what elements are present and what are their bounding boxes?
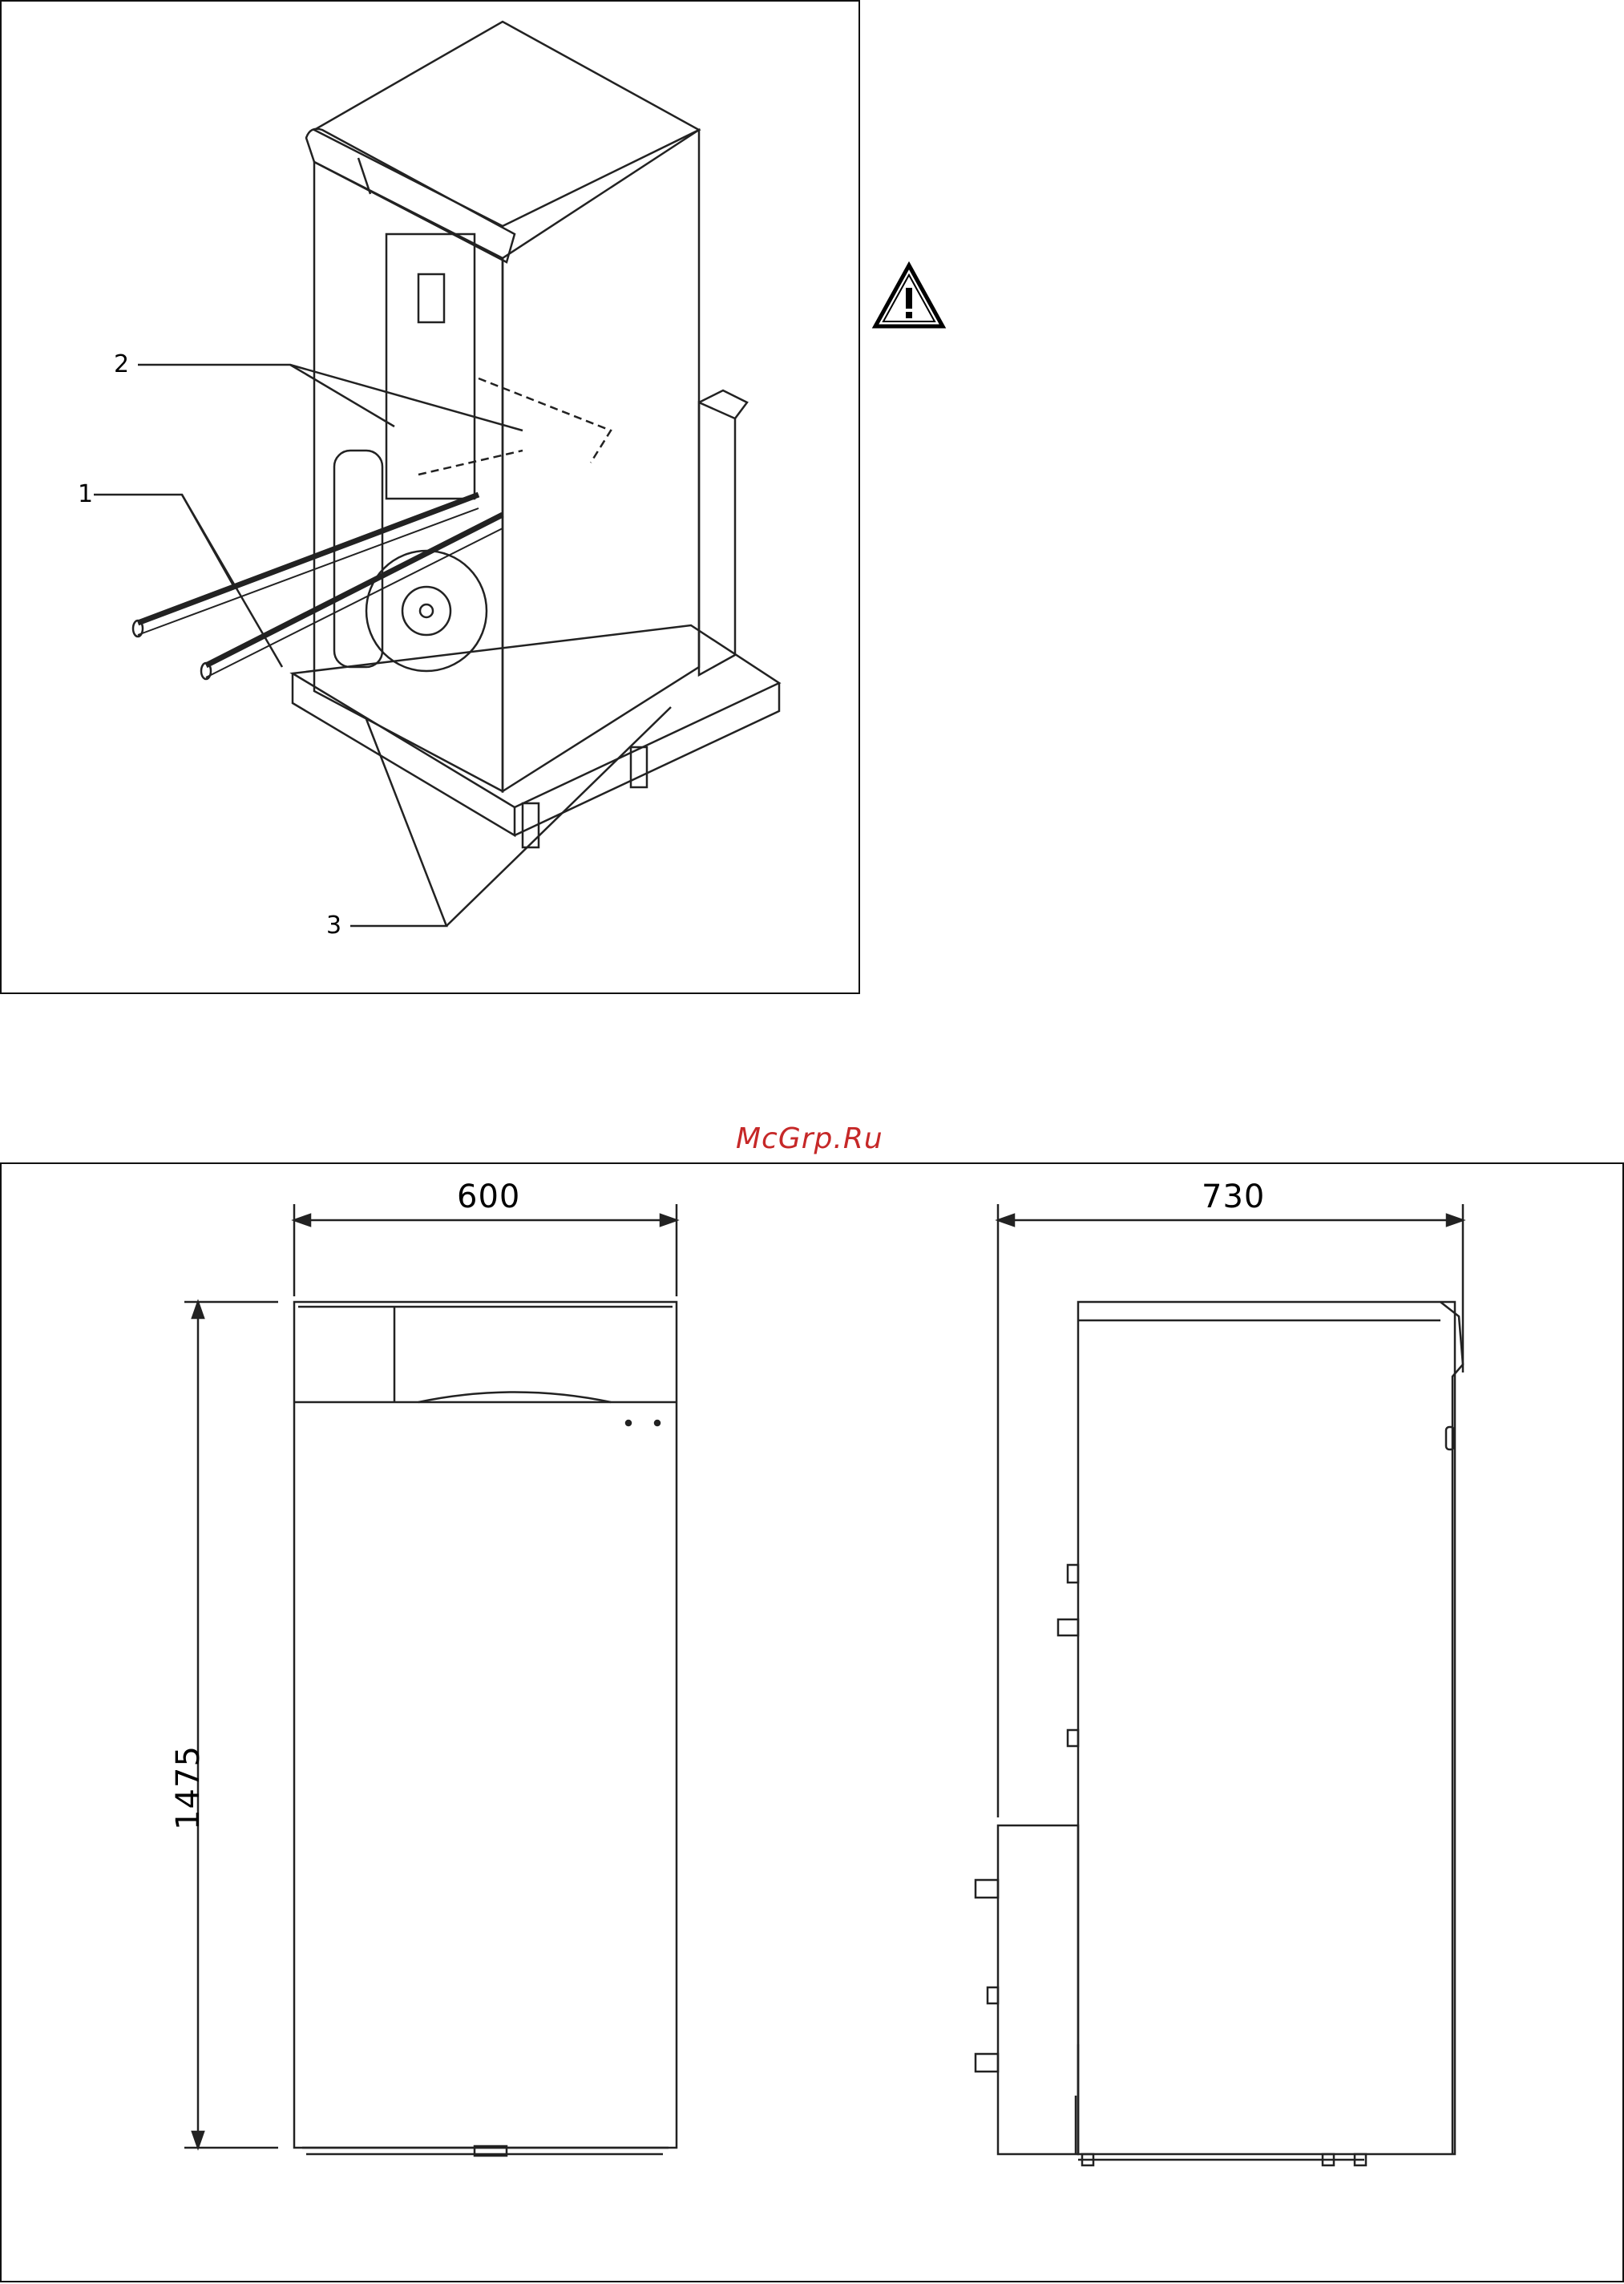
- front-view: [184, 1204, 677, 2156]
- side-view: [976, 1204, 1463, 2165]
- side-body: [1078, 1302, 1455, 2154]
- dimension-width: 600: [457, 1178, 520, 1215]
- installation-illustration: 1 2 3: [0, 0, 860, 994]
- side-rear-box: [998, 1825, 1078, 2154]
- callout-2: 2: [114, 350, 129, 378]
- installation-drawing: [2, 2, 862, 996]
- pallet-top: [293, 625, 779, 807]
- callout-1: 1: [78, 480, 93, 508]
- warning-triangle-icon: [872, 261, 946, 333]
- watermark: McGrp.Ru: [736, 1122, 883, 1155]
- callout-3: 3: [326, 912, 341, 940]
- cabinet-right-side: [503, 130, 699, 791]
- front-body: [294, 1302, 677, 2148]
- dimension-depth: 730: [1202, 1178, 1265, 1215]
- cabinet-top: [314, 22, 699, 226]
- dimension-height: 1475: [170, 1745, 207, 1830]
- dimension-drawing: 600 730 1475: [0, 1162, 1624, 2282]
- dimension-drawing-lines: [2, 1164, 1624, 2284]
